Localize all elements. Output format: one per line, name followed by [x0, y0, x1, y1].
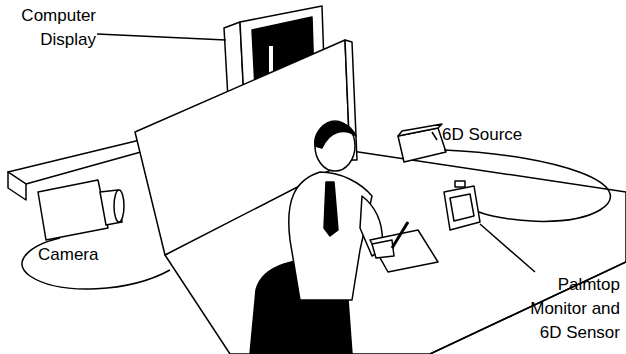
- person-tie: [324, 182, 338, 236]
- paper: [370, 230, 438, 272]
- pen: [392, 222, 408, 248]
- display-label: Computer Display: [4, 4, 96, 52]
- beam-end: [8, 172, 26, 200]
- camera-lens-face: [114, 190, 124, 222]
- palmtop-knob: [455, 181, 465, 187]
- desk-edge: [430, 262, 626, 354]
- camera-beam: [8, 140, 148, 184]
- leader-line: [97, 34, 226, 40]
- source-label: 6D Source: [442, 123, 542, 147]
- camera-label: Camera: [38, 243, 118, 267]
- sensor-cable: [444, 150, 610, 221]
- person-body: [289, 172, 372, 300]
- leader-line: [480, 224, 535, 272]
- palmtop-label: Palmtop Monitor and 6D Sensor: [518, 273, 620, 345]
- person-hair: [315, 122, 356, 148]
- person-head: [315, 121, 355, 171]
- hand: [372, 240, 394, 258]
- source-box-top: [398, 124, 442, 136]
- palmtop-screen: [450, 194, 474, 221]
- camera-cable: [22, 238, 170, 289]
- palmtop-body: [444, 186, 480, 230]
- camera-body: [38, 180, 108, 240]
- leader-line: [432, 132, 437, 140]
